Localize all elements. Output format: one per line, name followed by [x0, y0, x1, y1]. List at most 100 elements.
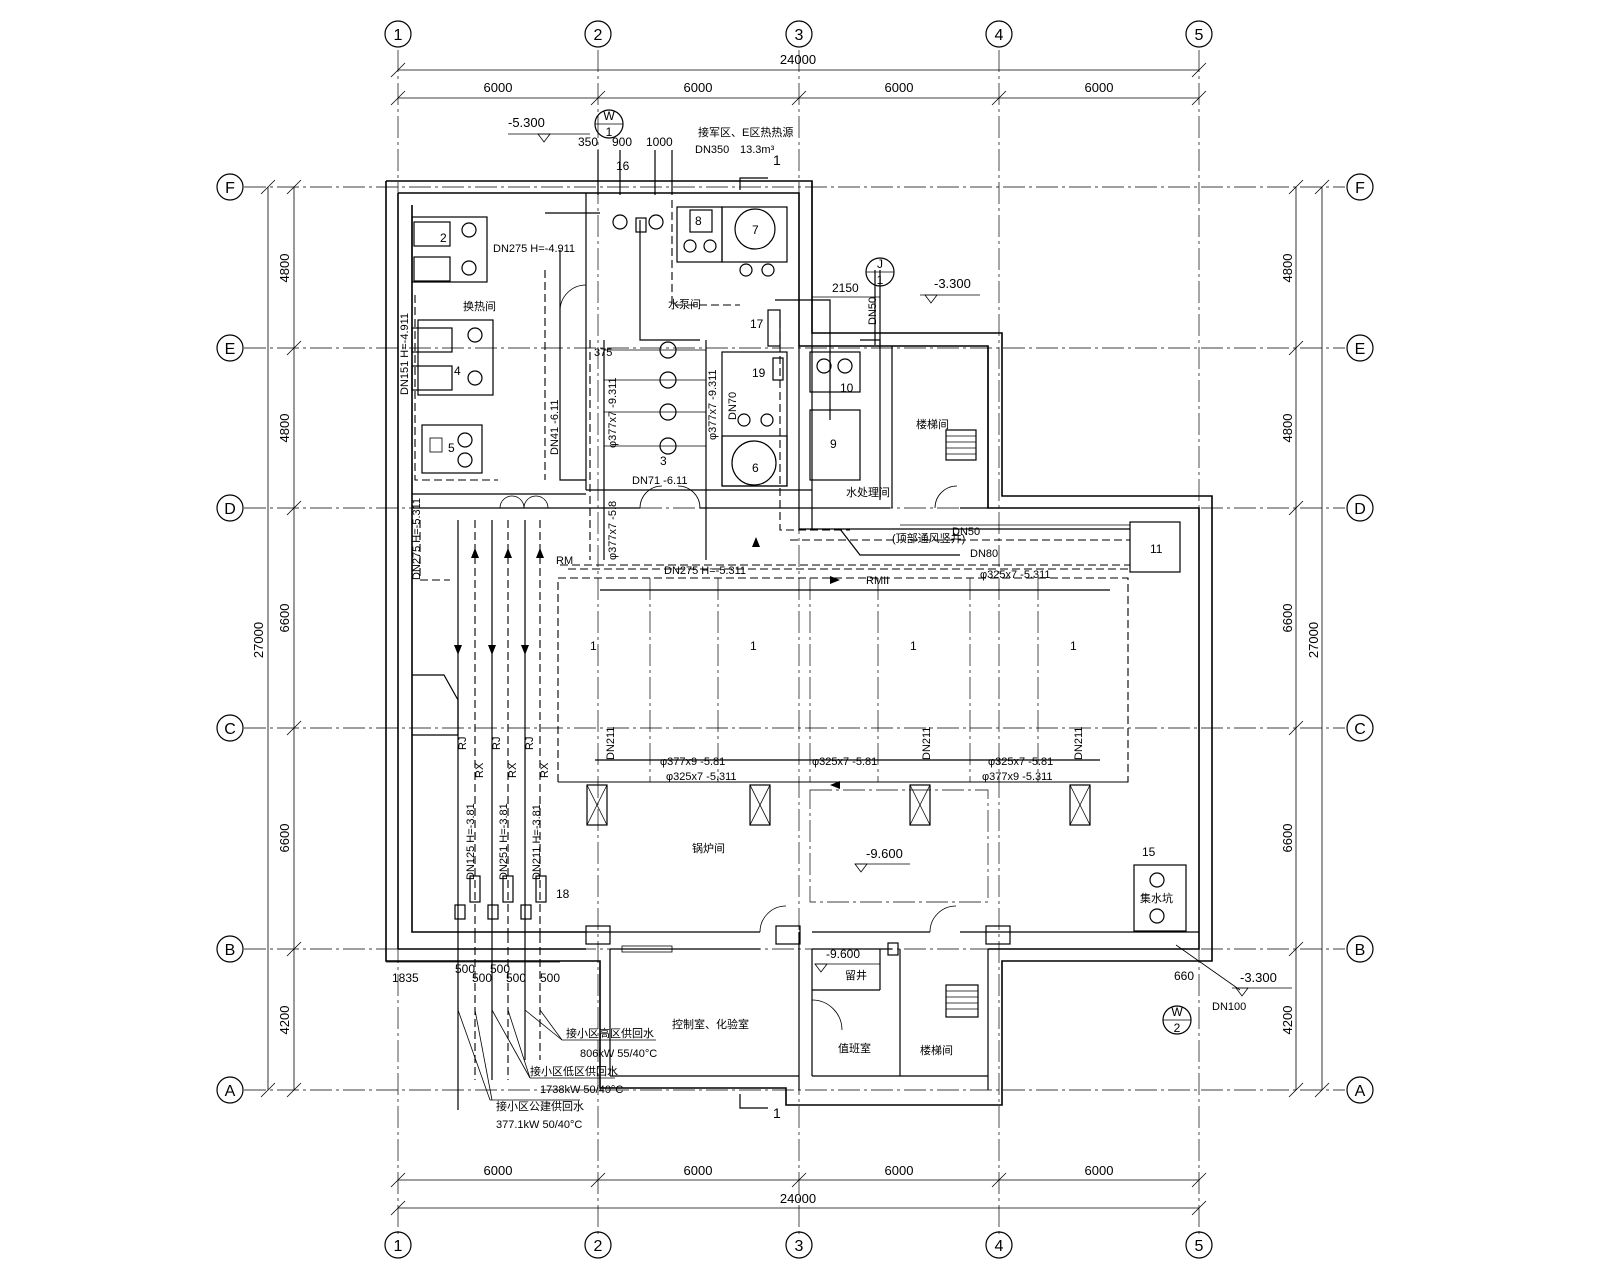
dim-2150: 2150: [832, 281, 859, 295]
axis-row-A-right: A: [1355, 1083, 1366, 1100]
equipment-tags: 1 1 1 1 2 3 4 5 6 7 8 9 10 11 15 16 17 1…: [440, 159, 1163, 901]
note-high-zone: 接小区高区供回水: [566, 1026, 654, 1040]
room-labels: 换热间 水泵间 水处理间 楼梯间 楼梯间 锅炉间 控制室、化验室 值班室 集水坑…: [463, 298, 1173, 1057]
dim-row-2-right: 4800: [1280, 414, 1295, 443]
dim-total-height-left: 27000: [251, 622, 266, 658]
tag-10: 10: [840, 381, 854, 395]
room-boiler: 锅炉间: [692, 842, 725, 855]
axis-row-E-right: E: [1355, 341, 1366, 358]
label-dn211-v: DN211 H=-3.81: [531, 804, 543, 880]
axis-row-C: C: [224, 721, 236, 738]
axis-col-5: 5: [1195, 27, 1204, 44]
room-sump: 集水坑: [1140, 891, 1173, 905]
label-rj-1: RJ: [457, 737, 469, 750]
tag-15: 15: [1142, 845, 1156, 859]
label-rmii: RMII: [866, 575, 889, 587]
small-dims: 350 900 1000 2150 1835 500 500 500 500 5…: [386, 135, 1194, 985]
dim-bay-1-bottom: 6000: [484, 1163, 513, 1178]
dim-total-width-top: 24000: [780, 52, 816, 67]
dim-bay-2: 6000: [684, 80, 713, 95]
dim-row-3-right: 6600: [1280, 604, 1295, 633]
room-control: 控制室、化验室: [672, 1017, 749, 1031]
room-heat-exchange: 换热间: [463, 299, 496, 313]
axis-col-1-bottom: 1: [394, 1238, 403, 1255]
label-inlet-note: 接军区、E区热热源: [698, 125, 793, 139]
dim-row-1-right: 4800: [1280, 254, 1295, 283]
dim-bay-2-bottom: 6000: [684, 1163, 713, 1178]
dim-bay-1: 6000: [484, 80, 513, 95]
tag-17: 17: [750, 317, 764, 331]
dim-500-c: 500: [490, 962, 510, 976]
label-p377c: φ377x7 -5.8: [607, 501, 619, 560]
dim-500-a: 500: [455, 962, 475, 976]
tag-boiler-1b: 1: [750, 639, 757, 653]
piping: [414, 150, 1130, 1110]
dim-1000: 1000: [646, 135, 673, 149]
label-dn275-left: DN275 H=-5.311: [411, 498, 423, 580]
dim-660: 660: [1174, 969, 1194, 983]
label-p325-mid: φ325x7 -5.81: [812, 756, 877, 768]
dim-row-5-left: 4200: [277, 1006, 292, 1035]
axis-row-A: A: [225, 1083, 236, 1100]
grid-lines: [244, 50, 1345, 1235]
axis-row-E: E: [225, 341, 236, 358]
equipment: [411, 206, 1187, 1018]
section-w1-num: 1: [606, 125, 613, 139]
label-rj-2: RJ: [491, 737, 503, 750]
label-p325-top: φ325x7 -5.311: [980, 569, 1051, 581]
supply-notes: 接小区高区供回水 806kW 55/40°C 接小区低区供回水 1738kW 5…: [496, 1026, 657, 1131]
note-public: 接小区公建供回水: [496, 1099, 584, 1113]
section-w2-num: 2: [1174, 1021, 1181, 1035]
dim-500-e: 500: [540, 971, 560, 985]
level-mid-right: -3.300: [934, 276, 971, 291]
axis-row-C-right: C: [1354, 721, 1366, 738]
room-duty: 值班室: [838, 1041, 871, 1055]
doors: [499, 284, 958, 1031]
row-bubbles-left: F E D C B A: [216, 173, 244, 1104]
label-dn251: DN251 H=-3.81: [498, 803, 510, 880]
level-well: -9.600: [826, 947, 860, 961]
label-flow-top: 13.3m³: [740, 144, 775, 156]
axis-col-2: 2: [594, 27, 603, 44]
dim-row-4-right: 6600: [1280, 824, 1295, 853]
tag-16: 16: [616, 159, 630, 173]
tag-18: 18: [556, 887, 570, 901]
cut-mark-bottom: 1: [773, 1105, 781, 1121]
label-dn80: DN80: [970, 548, 998, 560]
note-public-load: 377.1kW 50/40°C: [496, 1119, 582, 1131]
label-rj-3: RJ: [524, 737, 536, 750]
tag-2: 2: [440, 231, 447, 245]
tag-boiler-1d: 1: [1070, 639, 1077, 653]
dim-row-2-left: 4800: [277, 414, 292, 443]
label-p325-r1: φ325x7 -5.81: [988, 756, 1053, 768]
tag-boiler-1c: 1: [910, 639, 917, 653]
room-water-treatment: 水处理间: [846, 486, 890, 499]
label-rx-1: RX: [474, 762, 486, 778]
boiler-area: [557, 568, 1129, 903]
axis-row-F: F: [225, 180, 235, 197]
label-dn211c: DN211: [1073, 727, 1085, 760]
pipe-labels: 接军区、E区热热源 DN350 13.3m³ DN275 H=-4.911 DN…: [399, 125, 1246, 1013]
dim-1835: 1835: [392, 971, 419, 985]
cut-mark-top: 1: [773, 152, 781, 168]
dim-row-4-left: 6600: [277, 824, 292, 853]
label-p377-bot: φ377x9 -5.81: [660, 756, 725, 768]
label-p377b: φ377x7 -9.311: [707, 369, 719, 440]
label-rx-3: RX: [539, 762, 551, 778]
note-low-zone-load: 1738kW 50/40°C: [540, 1084, 623, 1096]
tag-boiler-1a: 1: [590, 639, 597, 653]
room-stair-upper: 楼梯间: [916, 417, 949, 431]
dim-500-d: 500: [506, 971, 526, 985]
label-375: 375: [594, 347, 612, 359]
label-p325-bot: φ325x7 -5.311: [666, 771, 737, 783]
room-well: 留井: [845, 968, 867, 982]
label-dn41: DN41 -6.11: [549, 400, 561, 455]
label-rm: RM: [556, 555, 573, 567]
tag-6: 6: [752, 461, 759, 475]
tag-8: 8: [695, 214, 702, 228]
label-p377a: φ377x7 -9.311: [607, 377, 619, 448]
dim-bay-3-bottom: 6000: [885, 1163, 914, 1178]
tag-4: 4: [454, 364, 461, 378]
row-bubbles-right: F E D C B A: [1346, 173, 1374, 1104]
